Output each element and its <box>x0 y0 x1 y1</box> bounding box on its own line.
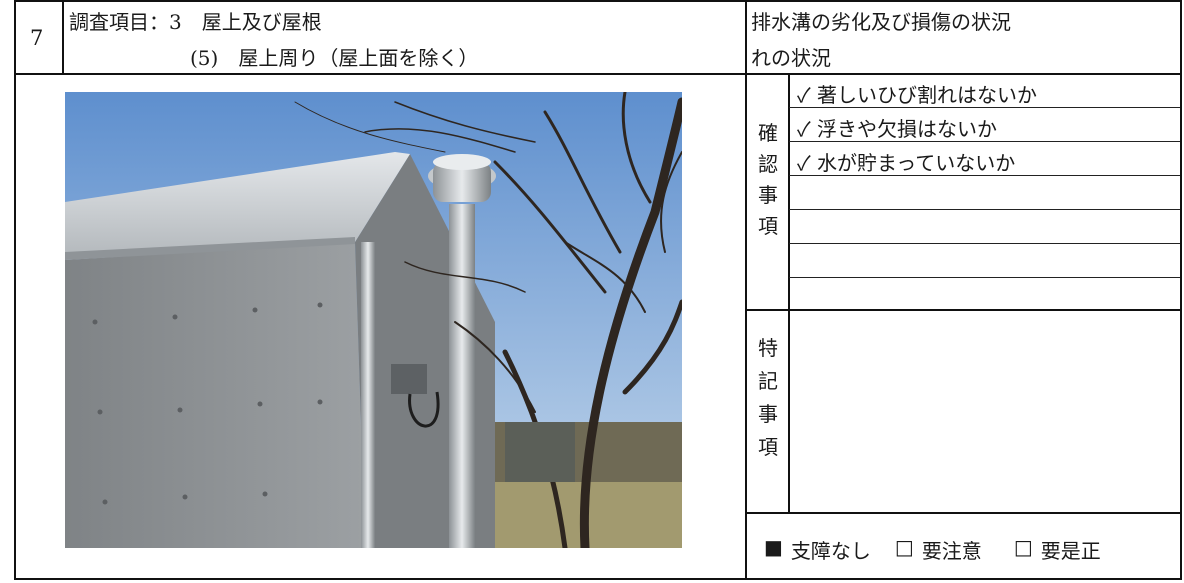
rooftop-photo-image <box>65 92 682 548</box>
status-row: ■ 支障なし □ 要注意 □ 要是正 <box>764 535 1101 564</box>
header-col-divider <box>62 0 64 74</box>
row-line <box>789 243 1180 244</box>
label-col-divider <box>788 74 790 514</box>
main-col-divider <box>745 0 747 580</box>
border-right <box>1180 0 1182 580</box>
check-item: ✓ 浮きや欠損はないか <box>797 117 998 141</box>
special-heading: 特 記 事 項 <box>754 332 782 464</box>
special-heading-char: 特 <box>758 336 778 360</box>
border-bottom <box>14 578 1182 580</box>
item-title: 調査項目：3 屋上及び屋根 <box>69 10 322 34</box>
row-line <box>789 277 1180 278</box>
topic-line-2: れの状況 <box>751 46 831 70</box>
confirm-heading-char: 確 <box>758 121 778 145</box>
confirm-heading-char: 項 <box>758 214 778 238</box>
special-heading-char: 事 <box>758 402 778 426</box>
confirm-heading: 確 認 事 項 <box>754 118 782 242</box>
row-line <box>789 209 1180 210</box>
special-notes-area[interactable] <box>790 311 1180 511</box>
row-line <box>789 107 1180 108</box>
topic-line-1: 排水溝の劣化及び損傷の状況 <box>751 10 1011 34</box>
inspection-photo <box>65 92 682 548</box>
row-line <box>789 141 1180 142</box>
border-top <box>14 0 1182 2</box>
status-mark[interactable]: □ <box>1013 535 1033 559</box>
row-line <box>789 175 1180 176</box>
header-divider <box>14 73 1182 75</box>
status-label: 要注意 <box>921 539 982 563</box>
special-heading-char: 項 <box>758 435 778 459</box>
check-item: ✓ 著しいひび割れはないか <box>797 83 1038 107</box>
status-divider <box>745 512 1181 514</box>
item-subtitle: (5) 屋上周り（屋上面を除く） <box>190 46 479 70</box>
border-left <box>14 0 16 580</box>
status-label: 要是正 <box>1040 539 1101 563</box>
confirm-heading-char: 認 <box>758 152 778 176</box>
special-heading-char: 記 <box>758 369 778 393</box>
status-mark[interactable]: ■ <box>764 535 783 559</box>
section-divider <box>745 309 1181 311</box>
inspection-sheet: 7 調査項目：3 屋上及び屋根 (5) 屋上周り（屋上面を除く） 排水溝の劣化及… <box>14 0 1182 580</box>
status-label: 支障なし <box>790 539 871 563</box>
item-number: 7 <box>30 26 44 50</box>
confirm-heading-char: 事 <box>758 183 778 207</box>
status-mark[interactable]: □ <box>894 535 914 559</box>
check-item: ✓ 水が貯まっていないか <box>797 151 1016 175</box>
